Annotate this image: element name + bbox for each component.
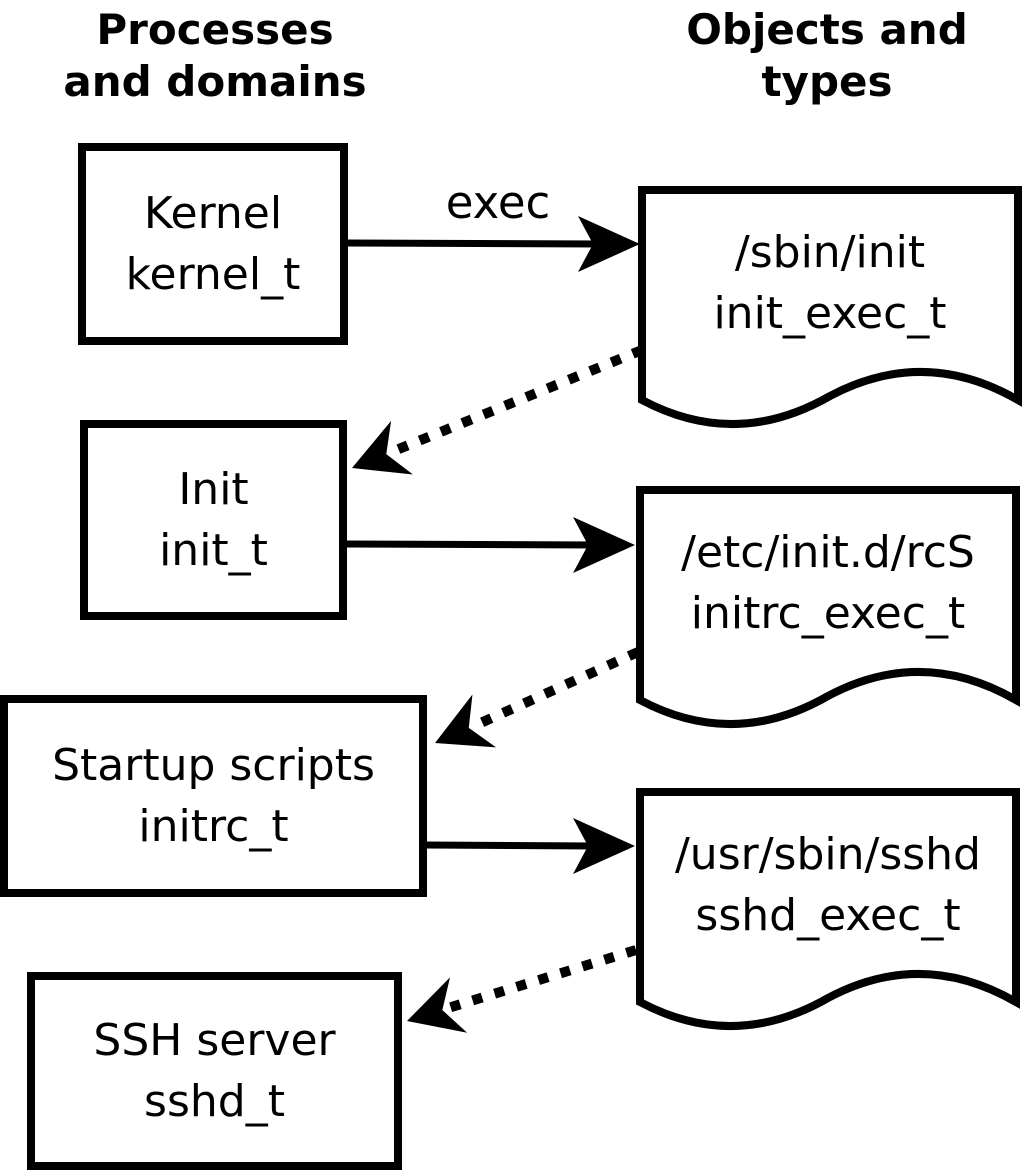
object-type: initrc_exec_t [690,587,966,639]
document-shape-etc-initd-rcs [636,486,1020,729]
column-title-objects-and-types: Objects and types [642,4,1012,108]
document-shape-sbin-init [638,186,1022,429]
exec-arrow-kernel-to-sbin-init [345,216,640,272]
process-name: Kernel [143,188,283,239]
kernel-box-label: Kernel kernel_t [78,143,348,345]
transition-arrow-to-initrc [435,647,641,748]
init-box-label: Init init_t [80,420,347,620]
startup-scripts-box [0,695,427,897]
ssh-server-box-label: SSH server sshd_t [27,972,402,1170]
etc-initd-rcs-document-label: /etc/init.d/rcS initrc_exec_t [640,490,1016,675]
ssh-server-box [27,972,402,1170]
object-type: init_exec_t [713,287,947,339]
process-name: SSH server [93,1015,336,1066]
column-title-processes-and-domains: Processes and domains [30,4,400,108]
exec-arrow-startup-to-sshd [424,818,635,874]
column-title-line: Objects and [686,5,968,54]
usr-sbin-sshd-document-label: /usr/sbin/sshd sshd_exec_t [640,792,1016,977]
process-domain: init_t [159,525,268,576]
sbin-init-document-label: /sbin/init init_exec_t [642,190,1018,375]
process-name: Init [178,464,249,515]
object-path: /etc/init.d/rcS [681,526,975,578]
column-title-line: types [761,57,893,106]
process-domain: sshd_t [144,1076,285,1127]
object-type: sshd_exec_t [695,889,961,941]
exec-arrow-label: exec [445,176,551,229]
column-title-line: Processes [96,5,334,54]
startup-scripts-box-label: Startup scripts initrc_t [0,695,427,897]
transition-arrow-to-sshd [407,945,638,1033]
process-domain: kernel_t [125,249,301,300]
kernel-box [78,143,348,345]
object-path: /sbin/init [734,226,926,278]
object-path: /usr/sbin/sshd [674,828,981,880]
document-shape-usr-sbin-sshd [636,788,1020,1031]
column-title-line: and domains [63,57,367,106]
exec-arrow-init-to-rcs [344,517,635,573]
transition-arrow-to-init [352,345,644,475]
process-name: Startup scripts [52,740,375,791]
process-domain: initrc_t [138,801,289,852]
init-box [80,420,347,620]
